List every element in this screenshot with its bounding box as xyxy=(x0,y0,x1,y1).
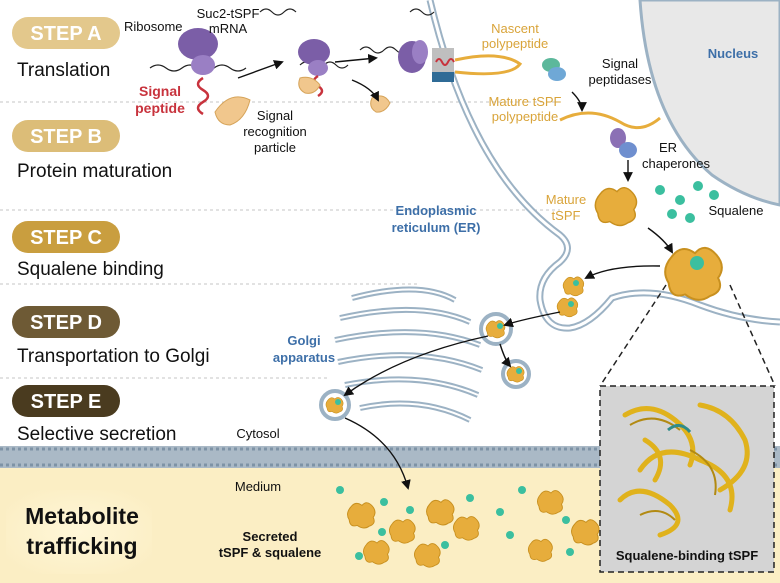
step-a-pill xyxy=(12,17,120,49)
step-d-pill xyxy=(12,306,120,338)
label-signal-peptide-line1: Signal xyxy=(139,83,181,99)
labels: Ribosome Suc2-tSPF mRNA Signal peptide S… xyxy=(124,6,763,563)
label-mature-polypeptide-line2: polypeptide xyxy=(492,109,559,124)
mature-tspf-blob xyxy=(594,186,638,227)
label-secreted-line2: tSPF & squalene xyxy=(219,545,322,560)
label-mrna-line2: mRNA xyxy=(209,21,248,36)
step-e-name: Selective secretion xyxy=(17,424,176,445)
golgi-lumen xyxy=(334,288,483,421)
translation-scene xyxy=(149,8,723,318)
label-mature-tspf-line2: tSPF xyxy=(552,208,581,223)
step-c: STEP C Squalene binding xyxy=(12,221,164,280)
label-squalene: Squalene xyxy=(709,203,764,218)
label-peptidases-line2: peptidases xyxy=(589,72,652,87)
metabolite-title-line2: trafficking xyxy=(26,533,137,559)
step-b-pill xyxy=(12,120,120,152)
mature-polypeptide xyxy=(559,111,661,130)
step-d-name: Transportation to Golgi xyxy=(17,346,210,367)
label-nascent-line2: polypeptide xyxy=(482,36,549,51)
step-d-tag: STEP D xyxy=(30,312,102,334)
step-a-name: Translation xyxy=(17,60,110,81)
label-mature-tspf-line1: Mature xyxy=(546,192,586,207)
label-mature-polypeptide-line1: Mature tSPF xyxy=(489,94,562,109)
label-nascent-line1: Nascent xyxy=(491,21,539,36)
step-d: STEP D Transportation to Golgi xyxy=(12,306,210,367)
nucleus xyxy=(638,0,780,207)
step-separators xyxy=(0,101,560,379)
label-golgi-line2: apparatus xyxy=(273,350,335,365)
step-b: STEP B Protein maturation xyxy=(12,120,172,182)
label-cytosol: Cytosol xyxy=(236,426,279,441)
er-chaperone-2 xyxy=(619,142,637,158)
label-golgi-line1: Golgi xyxy=(287,333,320,348)
translocon xyxy=(432,48,454,72)
label-medium: Medium xyxy=(235,479,281,494)
translocon-base xyxy=(432,72,454,82)
step-list: STEP A Translation STEP B Protein matura… xyxy=(12,17,210,445)
label-secreted-line1: Secreted xyxy=(243,529,298,544)
er-chaperone-1 xyxy=(610,128,626,148)
flow-arrows xyxy=(237,53,673,490)
label-er-chaperones-line2: chaperones xyxy=(642,156,710,171)
label-er-line2: reticulum (ER) xyxy=(392,220,481,235)
label-srp-line2: recognition xyxy=(243,124,307,139)
step-a-tag: STEP A xyxy=(30,23,101,45)
er-membrane-lumen xyxy=(428,0,780,330)
step-e-pill xyxy=(12,385,120,417)
ribosome-1 xyxy=(178,28,218,75)
squalene-molecules xyxy=(655,181,719,223)
signal-peptidase-2 xyxy=(548,67,566,81)
mrna-strand-4 xyxy=(409,8,435,16)
label-er-line1: Endoplasmic xyxy=(396,203,477,218)
label-srp-line3: particle xyxy=(254,140,296,155)
step-b-name: Protein maturation xyxy=(17,161,172,182)
metabolite-panel xyxy=(6,490,152,574)
label-signal-peptide-line2: peptide xyxy=(135,100,185,116)
metabolite-title-line1: Metabolite xyxy=(25,503,139,529)
step-e: STEP E Selective secretion xyxy=(12,385,176,445)
label-ribosome: Ribosome xyxy=(124,19,183,34)
ribosome-2 xyxy=(298,39,330,76)
nascent-chain xyxy=(454,54,523,76)
label-er-chaperones-line1: ER xyxy=(659,140,677,155)
bound-complex xyxy=(664,246,723,301)
ribosome-3 xyxy=(398,40,428,73)
srp-protein xyxy=(214,96,251,126)
step-b-tag: STEP B xyxy=(30,126,102,148)
step-c-pill xyxy=(12,221,120,253)
label-srp-line1: Signal xyxy=(257,108,293,123)
step-e-tag: STEP E xyxy=(31,391,102,413)
step-a: STEP A Translation xyxy=(12,17,120,81)
step-c-tag: STEP C xyxy=(30,227,102,249)
label-mrna-line1: Suc2-tSPF xyxy=(197,6,260,21)
label-nucleus: Nucleus xyxy=(708,46,759,61)
vesicles xyxy=(319,312,531,421)
label-inset: Squalene-binding tSPF xyxy=(616,548,758,563)
mrna-strand-1 xyxy=(259,8,297,16)
zoom-inset xyxy=(599,284,776,573)
secreted-products xyxy=(336,486,600,568)
signal-peptide xyxy=(196,76,210,116)
step-c-name: Squalene binding xyxy=(17,259,164,280)
label-peptidases-line1: Signal xyxy=(602,56,638,71)
